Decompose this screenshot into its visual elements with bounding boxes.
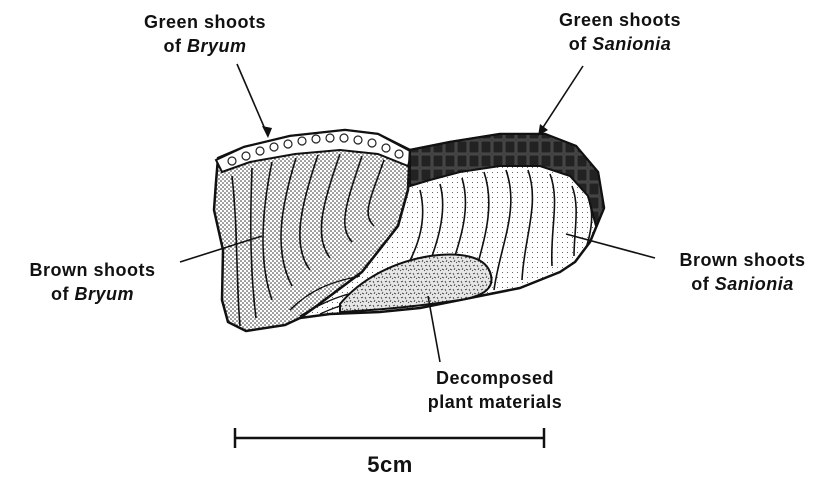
leader-green-bryum xyxy=(237,64,268,136)
label-brown-bryum-prefix: of xyxy=(51,284,75,304)
label-green-bryum-line2: of Bryum xyxy=(100,34,310,58)
label-brown-sanionia-line2: of Sanionia xyxy=(652,272,833,296)
label-green-sanionia-prefix: of xyxy=(569,34,593,54)
label-brown-sanionia-species: Sanionia xyxy=(715,274,794,294)
label-brown-sanionia-line1: Brown shoots xyxy=(652,248,833,272)
label-decomposed-plant-materials: Decomposed plant materials xyxy=(380,366,610,414)
label-brown-bryum-species: Bryum xyxy=(74,284,134,304)
leader-green-sanionia xyxy=(540,66,583,132)
label-decomposed-line1: Decomposed xyxy=(380,366,610,390)
label-brown-shoots-bryum: Brown shoots of Bryum xyxy=(0,258,185,306)
label-green-shoots-bryum: Green shoots of Bryum xyxy=(100,10,310,58)
scale-bar-label: 5cm xyxy=(340,452,440,478)
label-brown-shoots-sanionia: Brown shoots of Sanionia xyxy=(652,248,833,296)
arrowhead-green-bryum xyxy=(262,126,272,138)
label-green-bryum-line1: Green shoots xyxy=(100,10,310,34)
label-brown-bryum-line1: Brown shoots xyxy=(0,258,185,282)
scale-bar xyxy=(235,428,544,448)
label-decomposed-line2: plant materials xyxy=(380,390,610,414)
label-green-sanionia-species: Sanionia xyxy=(592,34,671,54)
label-brown-bryum-line2: of Bryum xyxy=(0,282,185,306)
label-green-bryum-species: Bryum xyxy=(187,36,247,56)
label-green-sanionia-line2: of Sanionia xyxy=(520,32,720,56)
label-green-shoots-sanionia: Green shoots of Sanionia xyxy=(520,8,720,56)
label-brown-sanionia-prefix: of xyxy=(691,274,715,294)
label-green-sanionia-line1: Green shoots xyxy=(520,8,720,32)
label-green-bryum-prefix: of xyxy=(163,36,187,56)
